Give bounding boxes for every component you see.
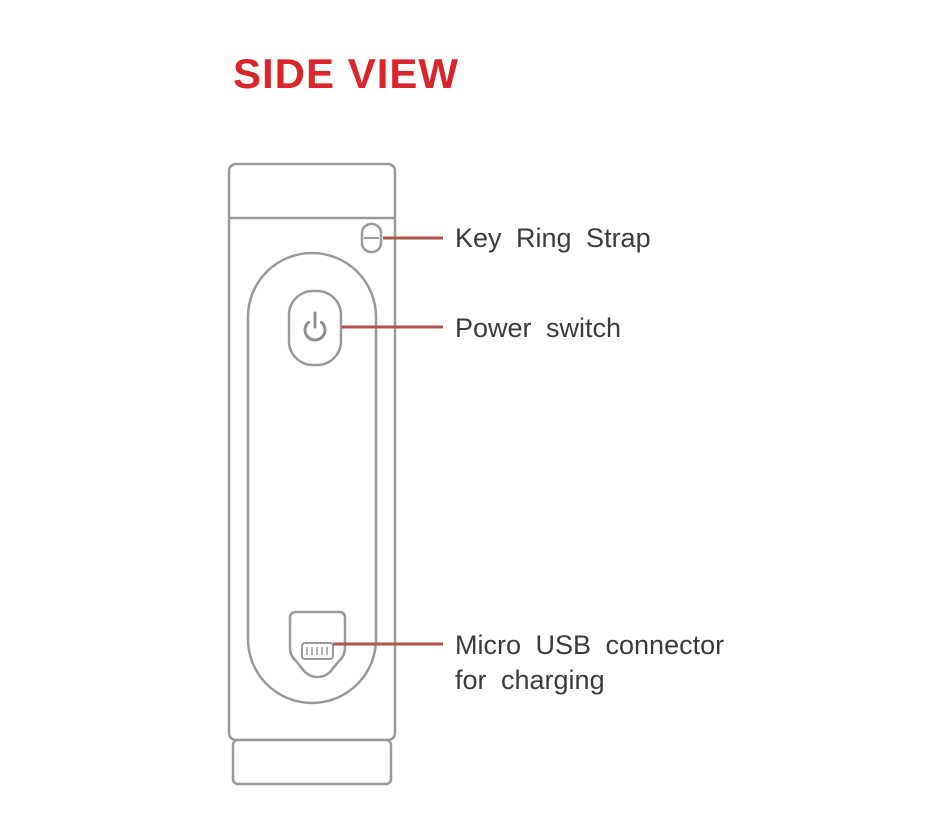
device-bottom-cap	[231, 738, 393, 786]
label-power-switch: Power switch	[455, 313, 622, 343]
power-switch-button	[287, 289, 343, 367]
micro-usb-connector	[288, 610, 347, 679]
device-body	[227, 162, 397, 786]
leader-lines	[333, 236, 443, 646]
power-symbol-icon	[303, 311, 327, 342]
label-micro-usb: Micro USB connector for charging	[455, 628, 724, 698]
key-ring-strap	[360, 222, 383, 254]
page-title: SIDE VIEW	[233, 50, 460, 97]
label-micro-usb-line1: Micro USB connector	[455, 630, 725, 660]
label-micro-usb-line2: for charging	[455, 665, 605, 696]
micro-usb-pins	[306, 647, 328, 655]
device-face-panel	[246, 251, 378, 705]
label-key-ring-strap: Key Ring Strap	[455, 223, 651, 253]
